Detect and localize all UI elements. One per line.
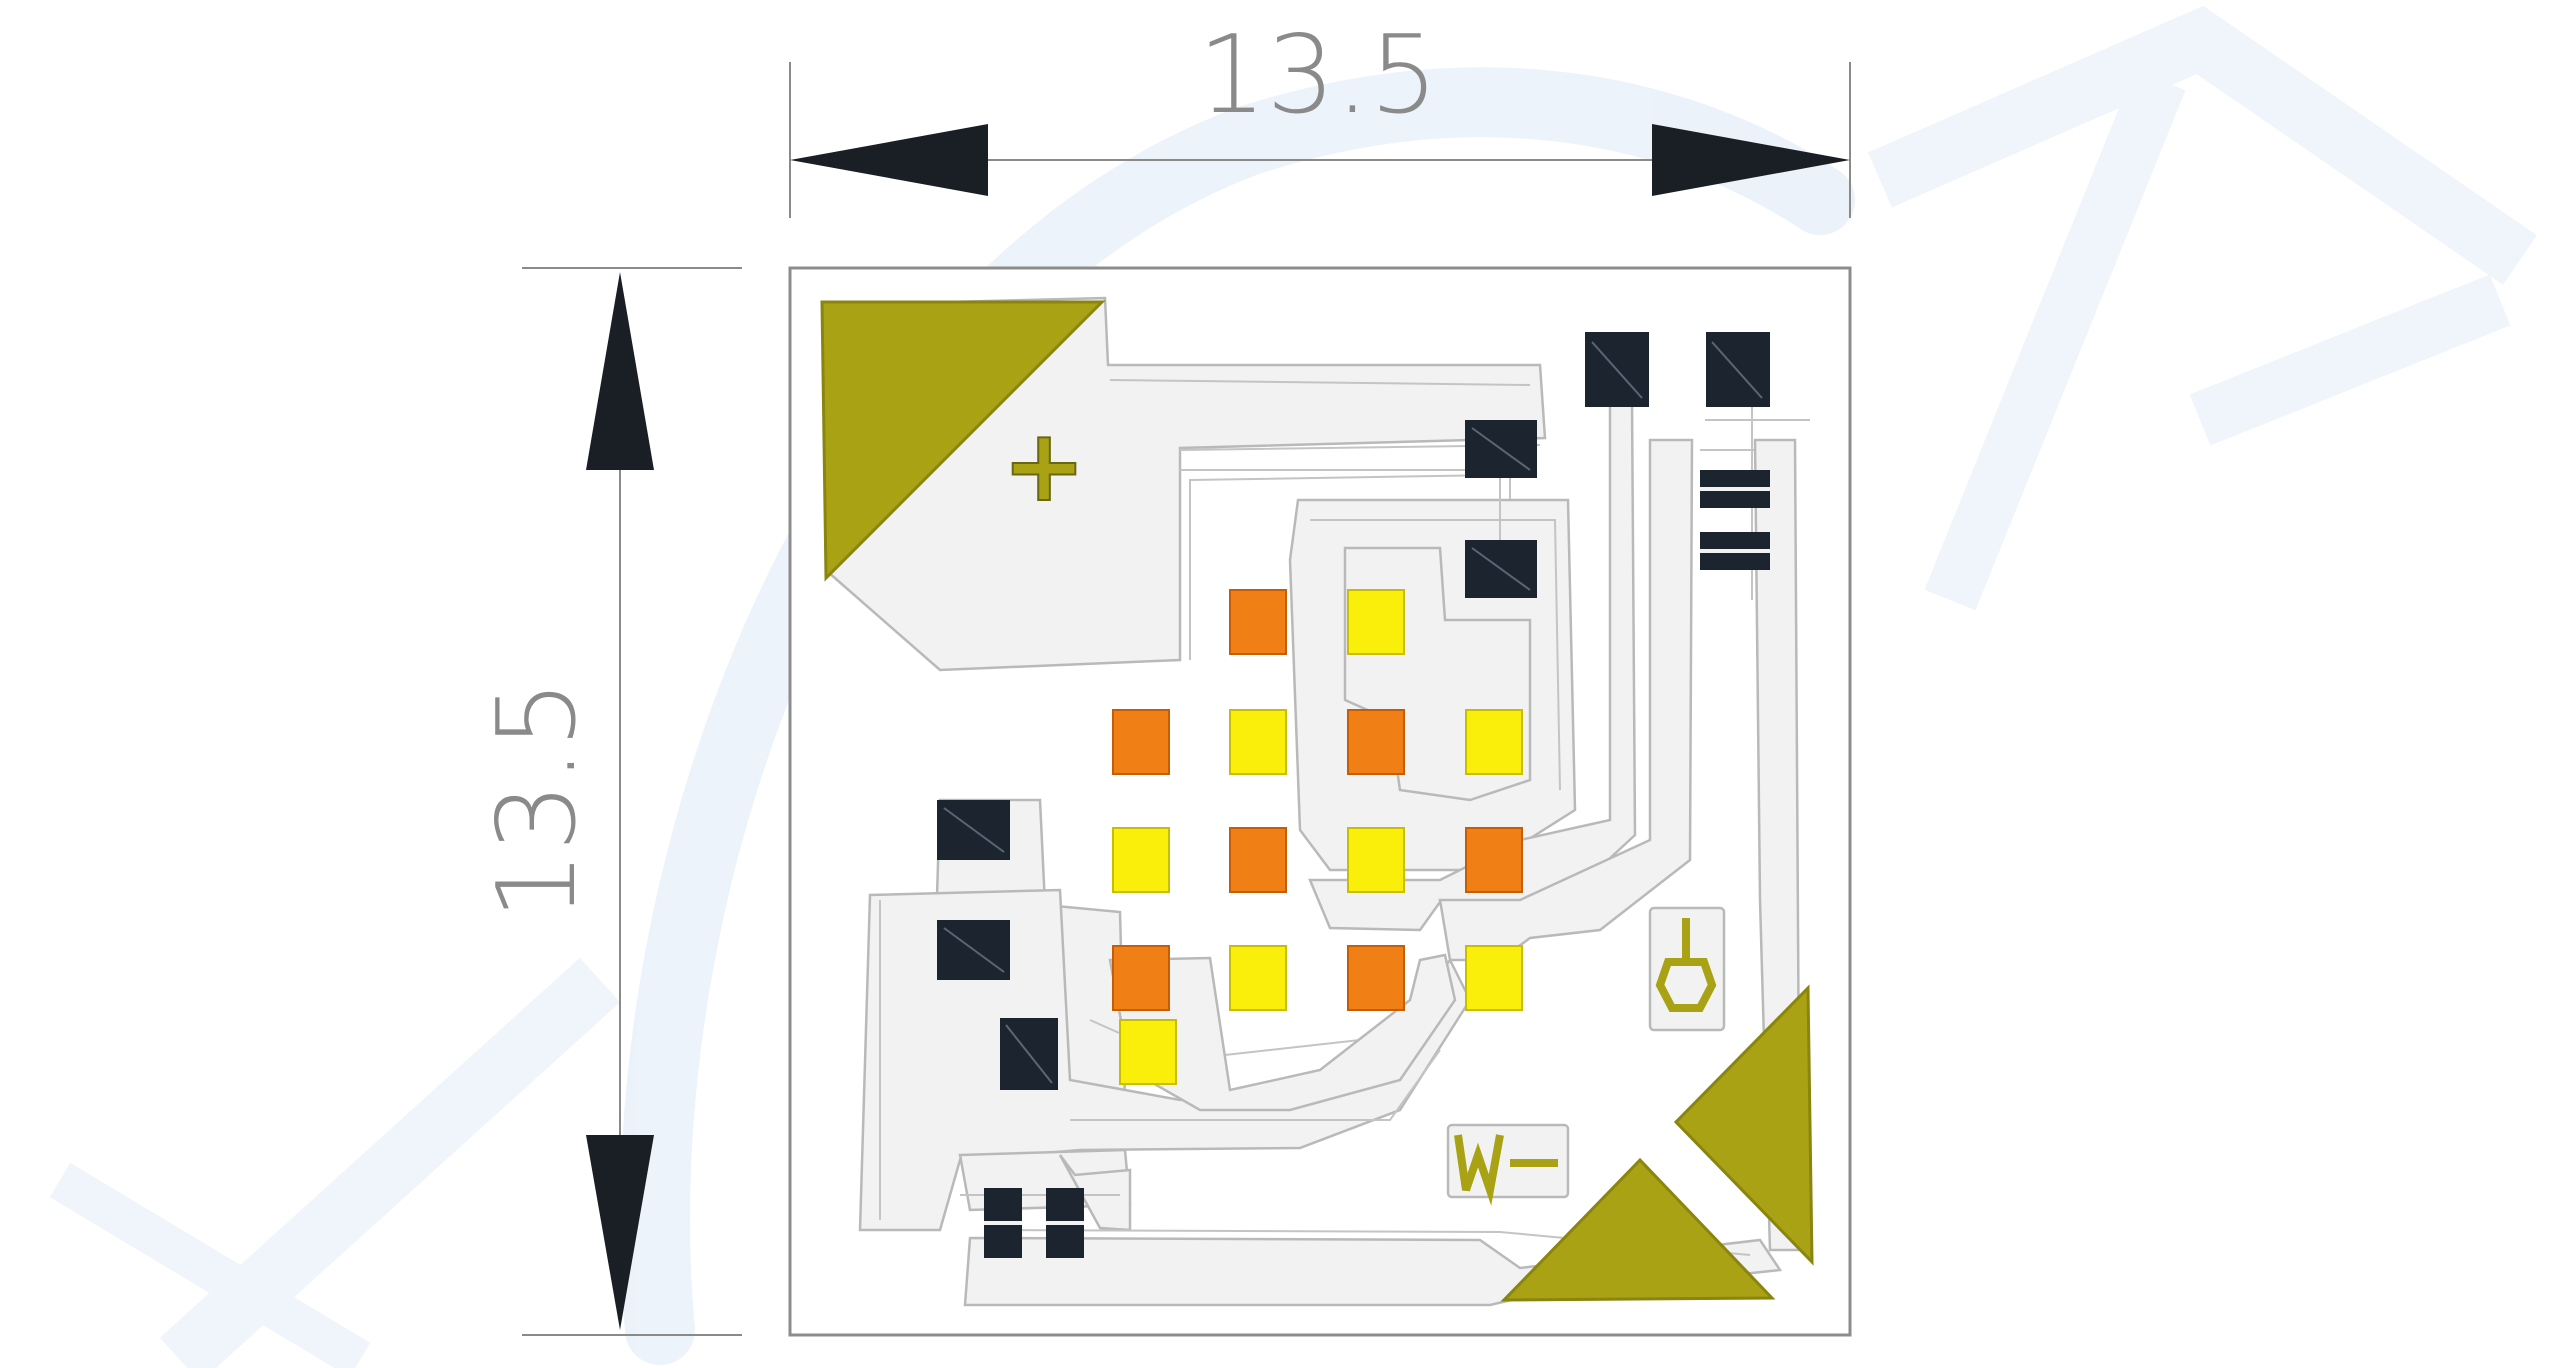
cathode-pad-right: [1673, 984, 1814, 1266]
solder-pad-middle: [1465, 540, 1537, 598]
polarity-plus: +: [1002, 407, 1086, 524]
watermark-logo: [49, 5, 2537, 1368]
zener-top-b: [1700, 532, 1770, 570]
cathode-pad-bottom: [1500, 1157, 1776, 1302]
led-chip-orange: [1112, 709, 1170, 775]
solder-pad-top-2: [1706, 332, 1770, 407]
led-chip-yellow: [1347, 589, 1405, 655]
height-label: 13.5: [475, 680, 600, 920]
led-chip-yellow: [1347, 827, 1405, 893]
led-chip-orange: [1465, 827, 1523, 893]
solder-pad-left-3: [1000, 1018, 1058, 1090]
anode-pad-top-left: [820, 300, 1106, 582]
right-arrow: [1652, 124, 1850, 196]
up-arrow: [586, 272, 654, 470]
solder-pad-upper: [1465, 420, 1537, 478]
led-chip-yellow: [1119, 1019, 1177, 1085]
solder-pad-left-1: [937, 800, 1010, 860]
led-chip-orange: [1229, 589, 1287, 655]
zener-bottom-b: [1046, 1188, 1084, 1258]
led-chip-orange: [1347, 709, 1405, 775]
led-chip-yellow: [1229, 945, 1287, 1011]
solder-pad-left-2: [937, 920, 1010, 980]
zener-top-a: [1700, 470, 1770, 508]
led-chip-grid: [1112, 589, 1523, 1085]
zener-bottom-a: [984, 1188, 1022, 1258]
width-label: 13.5: [1198, 13, 1438, 138]
solder-pads: [937, 332, 1770, 1258]
solder-pad-top-1: [1585, 332, 1649, 407]
resistor-marking: [1655, 918, 1717, 1012]
led-chip-yellow: [1229, 709, 1287, 775]
led-chip-yellow: [1112, 827, 1170, 893]
down-arrow: [586, 1135, 654, 1330]
component-marking: [1454, 1134, 1558, 1206]
left-arrow: [790, 124, 988, 196]
led-chip-orange: [1347, 945, 1405, 1011]
led-chip-yellow: [1465, 945, 1523, 1011]
anode-cathode-pads: +: [820, 300, 1814, 1302]
height-dimension: 13.5: [475, 267, 742, 1336]
led-chip-yellow: [1465, 709, 1523, 775]
width-dimension: 13.5: [789, 13, 1851, 218]
led-chip-orange: [1112, 945, 1170, 1011]
led-chip-orange: [1229, 827, 1287, 893]
